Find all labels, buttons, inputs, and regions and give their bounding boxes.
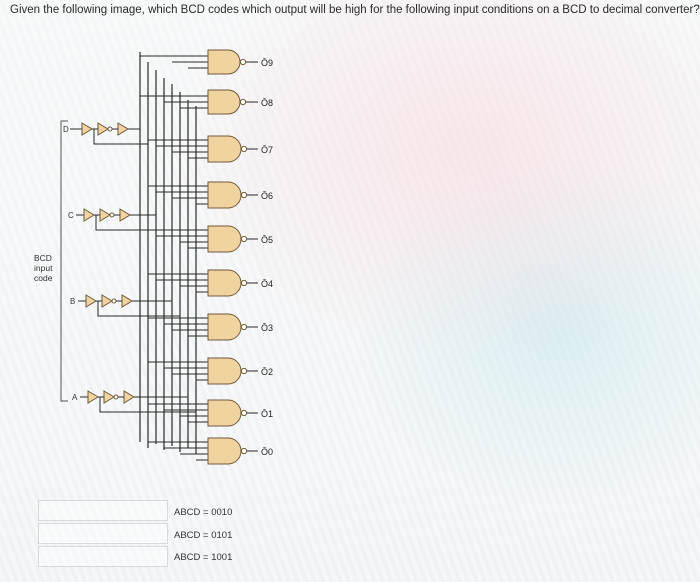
- answer-input-3[interactable]: [38, 546, 168, 567]
- input-c: C: [68, 208, 164, 231]
- input-a-label: A: [72, 393, 78, 402]
- output-label-8: Ō8: [261, 98, 273, 108]
- output-label-3: Ō3: [261, 323, 273, 333]
- bus-wires: [139, 52, 197, 454]
- input-d: D: [63, 122, 148, 145]
- question-text: Given the following image, which BCD cod…: [10, 4, 700, 16]
- nand-gate-4: Ō4: [148, 269, 273, 297]
- output-label-9: Ō9: [261, 58, 273, 68]
- output-label-2: Ō2: [261, 367, 273, 377]
- option-label-3: ABCD = 1001: [174, 552, 233, 563]
- input-c-label: C: [68, 211, 74, 220]
- output-label-5: Ō5: [261, 235, 273, 245]
- input-d-label: D: [63, 125, 69, 134]
- nand-gate-3: Ō3: [148, 313, 273, 341]
- bcd-bracket: [60, 120, 68, 402]
- buffer-icon: [81, 122, 93, 136]
- bcd-label-line1: BCD: [34, 253, 52, 263]
- option-label-1: ABCD = 0010: [174, 507, 233, 518]
- nand-gate-1: Ō1: [148, 399, 273, 427]
- output-label-0: Ō0: [261, 447, 273, 457]
- input-a: A: [72, 390, 196, 413]
- option-label-2: ABCD = 0101: [174, 530, 233, 541]
- nand-gate-0: Ō0: [148, 437, 273, 465]
- output-label-1: Ō1: [261, 409, 273, 419]
- bcd-label-line3: code: [34, 273, 53, 283]
- output-label-4: Ō4: [261, 279, 273, 289]
- input-b-label: B: [70, 297, 75, 306]
- answer-input-1[interactable]: [38, 500, 168, 521]
- output-label-6: Ō6: [261, 191, 273, 201]
- output-label-7: Ō7: [261, 145, 273, 155]
- nand-gate-6: Ō6: [148, 181, 273, 209]
- answer-input-2[interactable]: [38, 523, 168, 544]
- nand-gate-5: Ō5: [148, 225, 273, 253]
- nand-gate-2: Ō2: [148, 357, 273, 385]
- bcd-decoder-diagram: BCD input code D C B: [34, 49, 273, 465]
- nand-gate-7: Ō7: [148, 135, 273, 163]
- input-b: B: [70, 294, 180, 317]
- nand-gate-8: Ō8: [140, 89, 273, 115]
- nand-gate-9: Ō9: [140, 49, 273, 75]
- inverter-icon: [97, 122, 109, 136]
- bcd-label-line2: input: [34, 263, 53, 273]
